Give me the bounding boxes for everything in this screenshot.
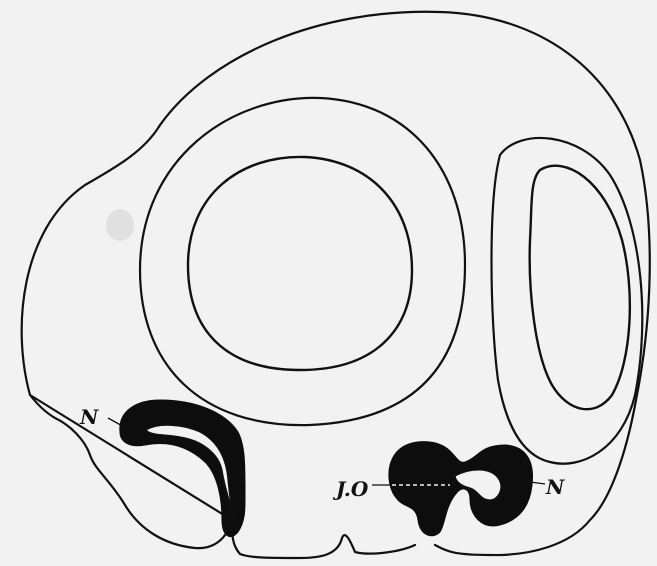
label-n-left: N: [79, 405, 99, 429]
label-jo: J.O: [332, 477, 369, 501]
label-n-right: N: [545, 475, 565, 499]
right-ring-outer: [492, 138, 643, 464]
background-smudge: [106, 209, 134, 241]
left-ring-inner: [188, 157, 412, 370]
right-n-structure: [389, 442, 533, 536]
right-ring-inner: [530, 166, 630, 409]
